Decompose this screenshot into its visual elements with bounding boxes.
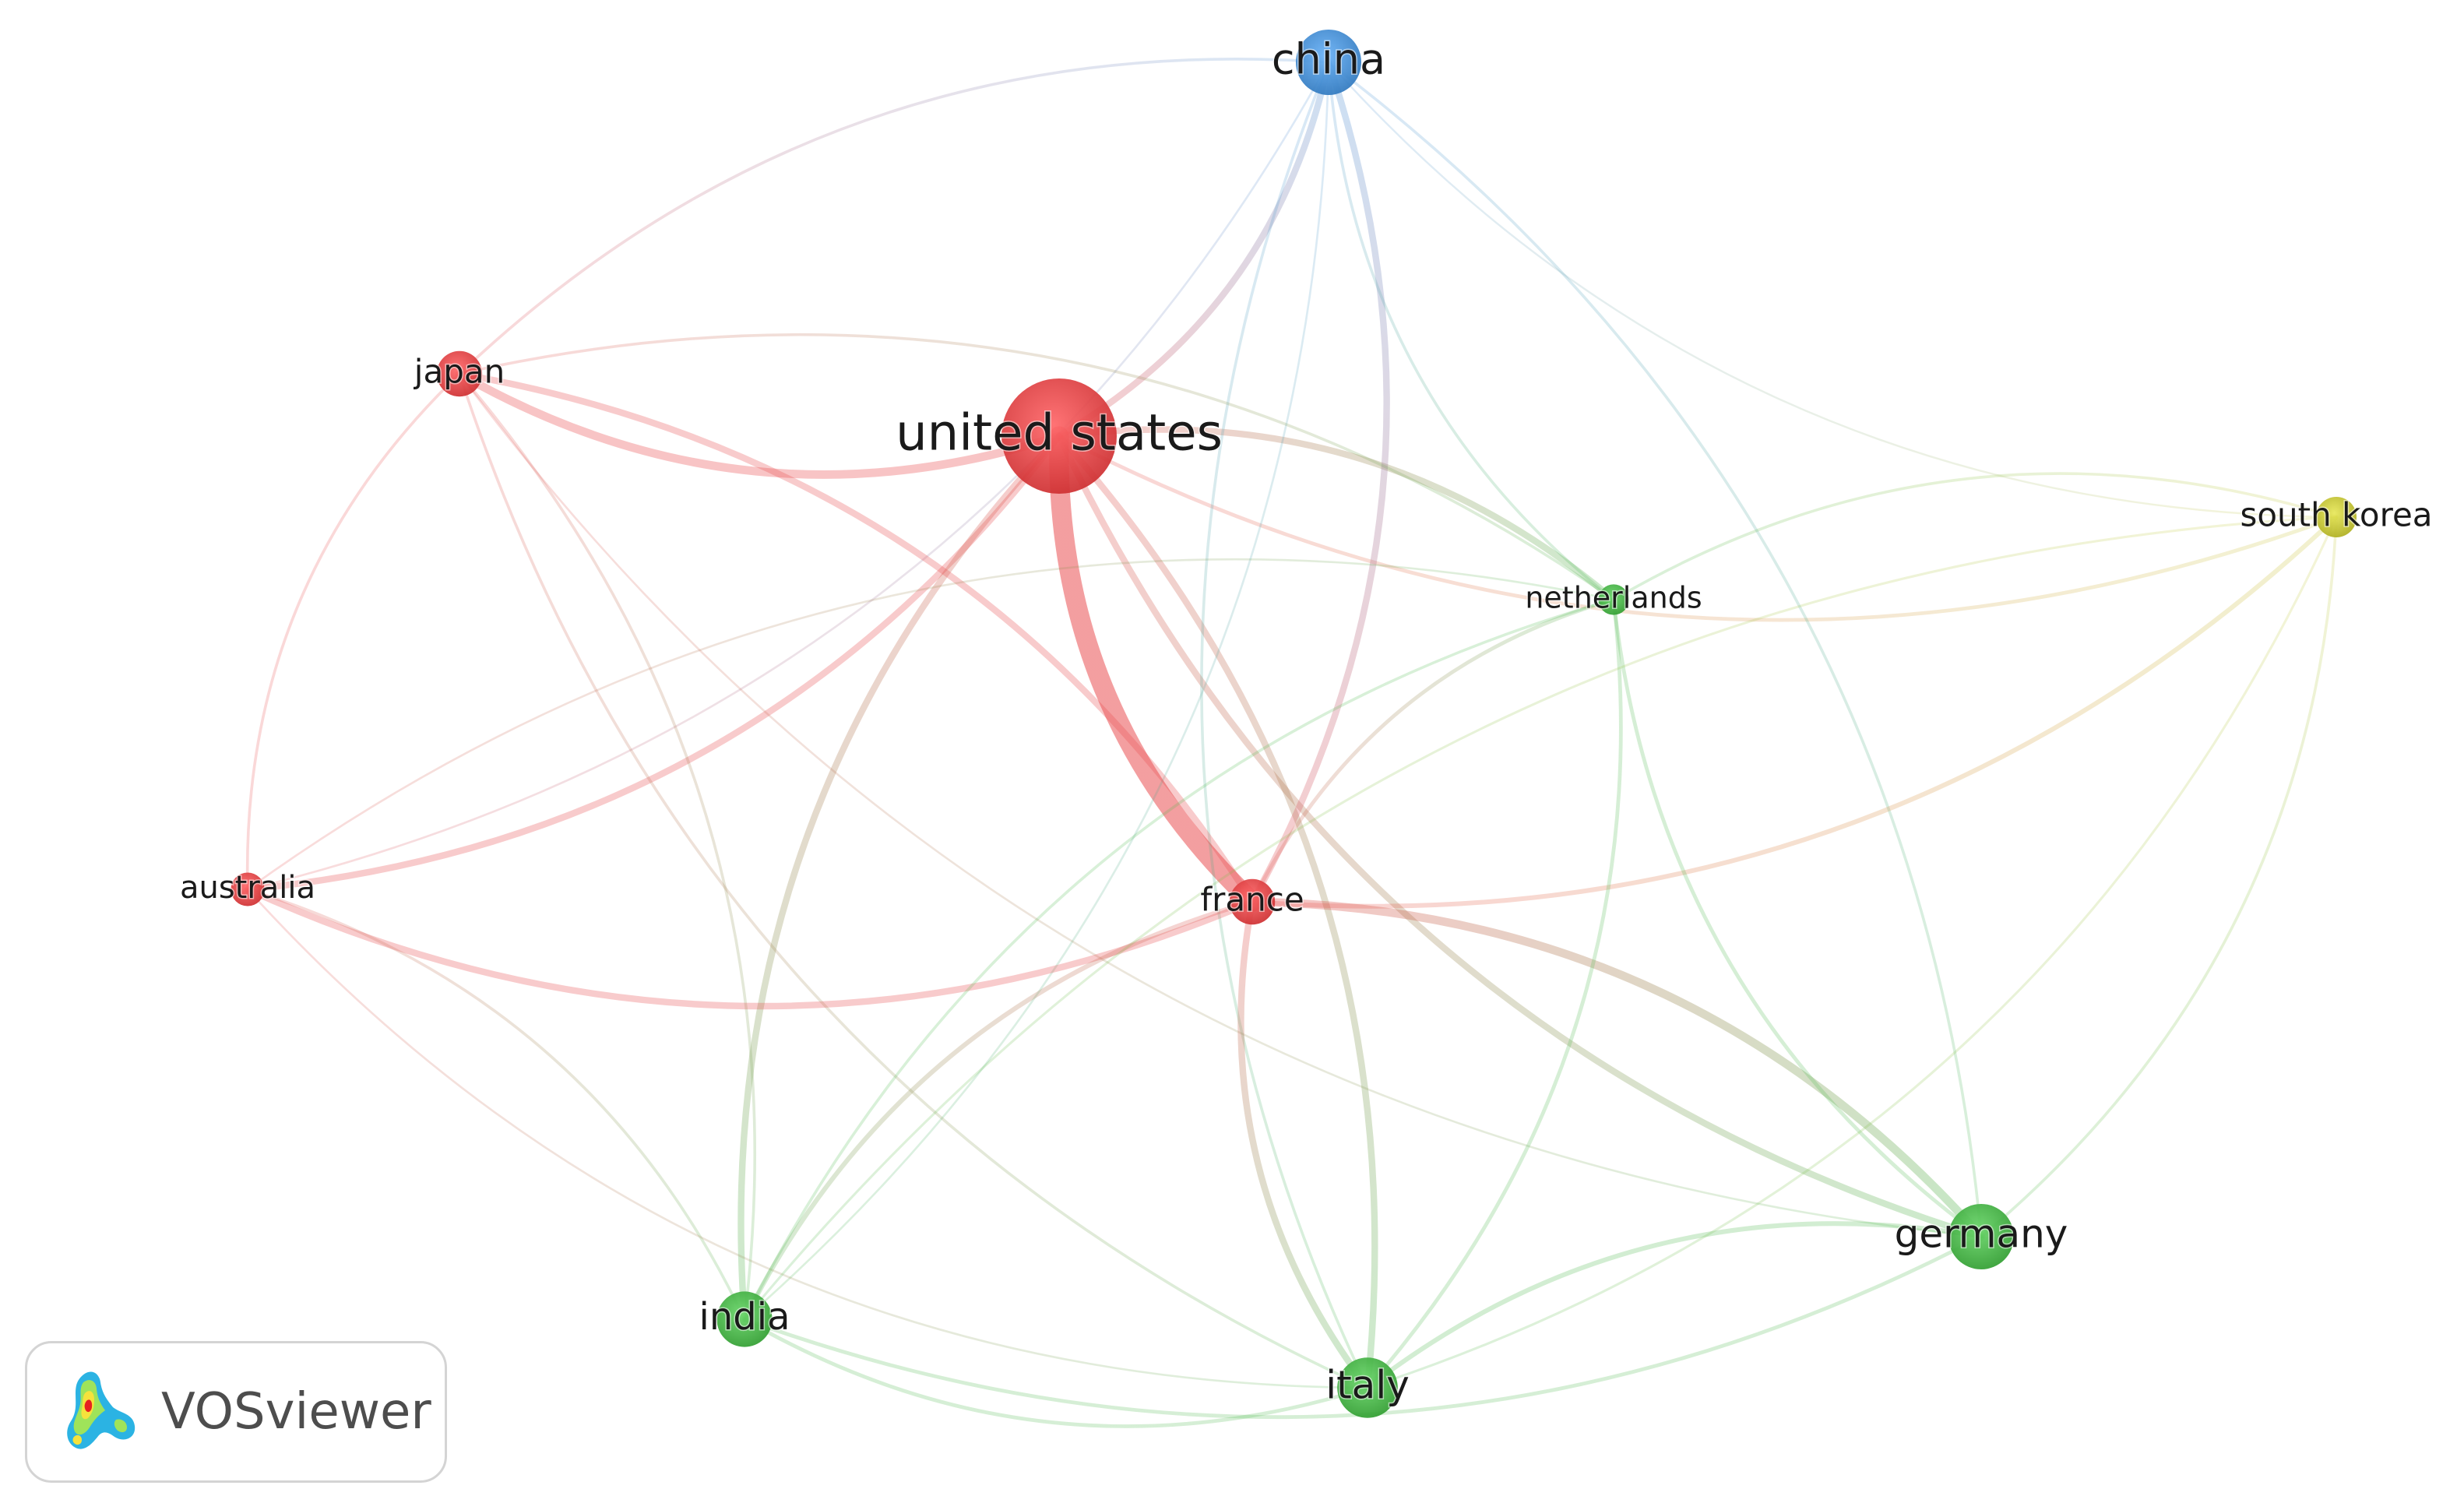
link-france-netherlands[interactable] bbox=[1250, 597, 1616, 904]
link-netherlands-india[interactable] bbox=[743, 598, 1615, 1321]
links-layer bbox=[244, 58, 2339, 1428]
nodes-layer bbox=[231, 30, 2357, 1418]
link-france-germany[interactable] bbox=[1248, 897, 1986, 1241]
link-italy-india[interactable] bbox=[742, 1317, 1370, 1428]
link-netherlands-germany[interactable] bbox=[1611, 597, 1984, 1239]
labels-layer: united states china japan south korea nether… bbox=[178, 33, 2434, 1409]
link-china-south-korea[interactable] bbox=[1327, 61, 2338, 519]
node-netherlands[interactable] bbox=[1598, 584, 1629, 615]
link-germany-south-korea[interactable] bbox=[1980, 516, 2338, 1238]
link-united-states-india[interactable] bbox=[737, 432, 1063, 1323]
link-south-korea-india[interactable] bbox=[743, 516, 2338, 1321]
node-label-italy[interactable]: italy bbox=[1325, 1361, 1411, 1409]
link-china-netherlands[interactable] bbox=[1327, 61, 1615, 601]
link-france-italy[interactable] bbox=[1237, 898, 1371, 1392]
node-france[interactable] bbox=[1229, 878, 1276, 925]
node-india[interactable] bbox=[716, 1291, 773, 1347]
node-label-south-korea[interactable]: south korea bbox=[2239, 495, 2434, 535]
link-united-states-germany[interactable] bbox=[1055, 432, 1985, 1241]
node-china[interactable] bbox=[1296, 30, 1361, 95]
node-label-netherlands[interactable]: netherlands bbox=[1524, 579, 1703, 616]
node-label-germany[interactable]: germany bbox=[1893, 1210, 2069, 1258]
vosviewer-brand-text: VOSviewer bbox=[161, 1383, 431, 1441]
link-united-states-south-korea[interactable] bbox=[1057, 434, 2339, 622]
link-germany-italy[interactable] bbox=[1365, 1221, 1984, 1390]
link-australia-italy[interactable] bbox=[246, 888, 1369, 1389]
link-japan-australia[interactable] bbox=[245, 372, 461, 891]
link-south-korea-italy[interactable] bbox=[1366, 516, 2338, 1389]
link-france-india[interactable] bbox=[742, 899, 1255, 1322]
node-united-states[interactable] bbox=[1001, 378, 1117, 494]
link-japan-france[interactable] bbox=[456, 370, 1256, 906]
link-china-japan[interactable] bbox=[458, 58, 1330, 375]
link-france-south-korea[interactable] bbox=[1250, 515, 2339, 909]
node-label-australia[interactable]: australia bbox=[178, 869, 316, 907]
link-france-australia[interactable] bbox=[244, 885, 1256, 1010]
link-china-italy[interactable] bbox=[1200, 61, 1369, 1389]
link-china-australia[interactable] bbox=[246, 61, 1330, 891]
link-netherlands-south-korea[interactable] bbox=[1612, 472, 2338, 601]
node-label-china[interactable]: china bbox=[1270, 33, 1386, 85]
link-australia-netherlands[interactable] bbox=[246, 558, 1615, 891]
link-netherlands-italy[interactable] bbox=[1365, 597, 1623, 1390]
link-australia-india[interactable] bbox=[246, 888, 746, 1321]
node-australia[interactable] bbox=[231, 872, 265, 906]
node-label-japan[interactable]: japan bbox=[412, 351, 505, 392]
node-south-korea[interactable] bbox=[2316, 497, 2357, 537]
link-china-india[interactable] bbox=[743, 61, 1330, 1321]
link-united-states-netherlands[interactable] bbox=[1055, 426, 1617, 604]
link-japan-netherlands[interactable] bbox=[458, 333, 1615, 601]
node-label-united-states[interactable]: united states bbox=[895, 403, 1224, 463]
node-germany[interactable] bbox=[1948, 1204, 2014, 1269]
link-japan-india[interactable] bbox=[458, 372, 757, 1321]
link-united-states-japan[interactable] bbox=[455, 369, 1064, 479]
link-china-france[interactable] bbox=[1248, 58, 1390, 906]
node-label-france[interactable]: france bbox=[1199, 879, 1305, 920]
node-japan[interactable] bbox=[436, 350, 483, 397]
node-label-india[interactable]: india bbox=[698, 1294, 791, 1340]
vosviewer-badge: VOSviewer bbox=[25, 1341, 447, 1483]
vosviewer-density-logo-icon bbox=[67, 1371, 136, 1449]
node-italy[interactable] bbox=[1337, 1357, 1398, 1418]
link-united-states-china[interactable] bbox=[1055, 58, 1332, 440]
link-united-states-france[interactable] bbox=[1049, 426, 1262, 912]
link-united-states-australia[interactable] bbox=[244, 432, 1063, 893]
link-japan-italy[interactable] bbox=[458, 372, 1369, 1389]
link-japan-germany[interactable] bbox=[458, 372, 1983, 1238]
link-china-germany[interactable] bbox=[1327, 61, 1983, 1238]
